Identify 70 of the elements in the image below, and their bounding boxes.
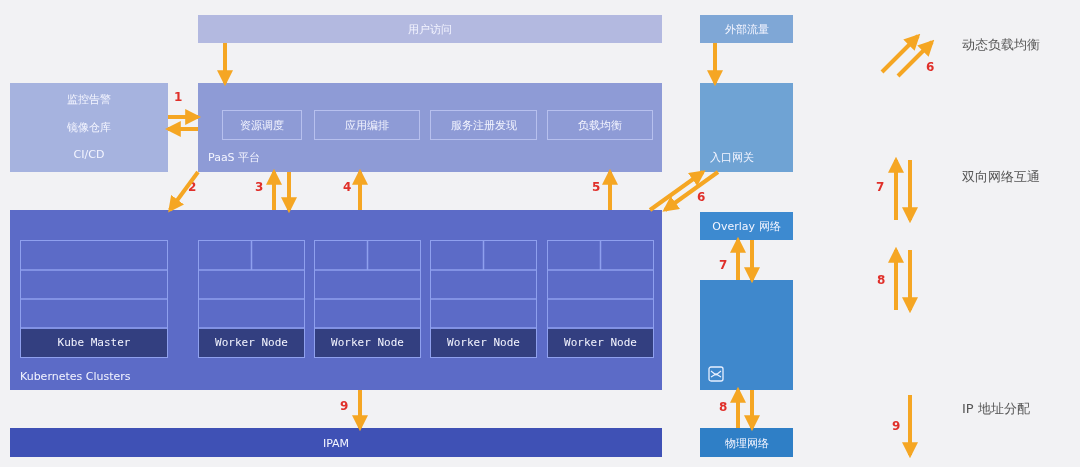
callout-number: 6: [926, 60, 935, 74]
box: [198, 15, 662, 43]
box-label: 应用编排: [344, 117, 390, 133]
callout-number: 6: [697, 190, 706, 204]
arrow: [662, 170, 720, 212]
box-label: 负载均衡: [577, 117, 623, 133]
arrow: [352, 168, 368, 210]
legend-text: 双向网络互通: [962, 168, 1040, 186]
node-label-bar: Kube Master: [21, 329, 167, 357]
worker-node-column: [198, 240, 305, 358]
callout-number: 8: [719, 400, 728, 414]
box: [700, 280, 793, 390]
legend-text: 动态负载均衡: [962, 36, 1040, 54]
arrow: [602, 168, 618, 210]
box-label: 用户访问: [407, 21, 453, 37]
box-label: IPAM: [321, 436, 351, 449]
panel: [198, 83, 662, 172]
box-label: 外部流量: [723, 21, 770, 37]
list-item: 监控告警: [66, 92, 112, 107]
panel-label: Kubernetes Clusters: [20, 370, 131, 383]
node-label-bar: Worker Node: [548, 329, 653, 357]
callout-number: 7: [719, 258, 728, 272]
panel: [10, 210, 662, 390]
callout-number: 3: [255, 180, 264, 194]
master-node-column: [20, 240, 168, 358]
node-label-bar: Worker Node: [199, 329, 304, 357]
arrow: [168, 170, 200, 213]
list-item: 镜像仓库: [66, 120, 112, 135]
arrow: [164, 121, 198, 137]
box-label: 服务注册发现: [449, 117, 518, 133]
panel: [700, 83, 793, 172]
box: [314, 110, 420, 140]
callout-number: 9: [892, 419, 901, 433]
panel-label: PaaS 平台: [208, 150, 261, 165]
box: [222, 110, 302, 140]
arrow: [744, 390, 760, 432]
callout-number: 7: [876, 180, 885, 194]
node-label-bar: Worker Node: [431, 329, 536, 357]
arrow: [168, 109, 202, 125]
panel-label: 入口网关: [710, 150, 754, 165]
arrow: [744, 240, 760, 284]
box: [547, 110, 653, 140]
panel: [10, 83, 168, 172]
list-item: CI/CD: [72, 148, 106, 161]
arrow: [707, 43, 723, 87]
arrow: [730, 386, 746, 428]
arrow: [217, 43, 233, 87]
box: [700, 428, 793, 457]
node-label-bar: Worker Node: [315, 329, 420, 357]
box-label: 资源调度: [239, 117, 285, 133]
callout-number: 4: [343, 180, 352, 194]
arrow: [281, 172, 297, 214]
box-label: 物理网络: [723, 435, 770, 450]
legend-text: IP 地址分配: [962, 400, 1030, 418]
worker-node-column: [547, 240, 654, 358]
callout-number: 1: [174, 90, 183, 104]
arrow: [352, 390, 368, 432]
worker-node-column: [430, 240, 537, 358]
arrow: [266, 168, 282, 210]
callout-number: 5: [592, 180, 601, 194]
arrow: [730, 236, 746, 280]
box: [700, 212, 793, 240]
box: [430, 110, 537, 140]
callout-number: 8: [877, 273, 886, 287]
worker-node-column: [314, 240, 421, 358]
callout-number: 9: [340, 399, 349, 413]
arrow: [648, 170, 706, 212]
box: [10, 428, 662, 457]
box: [700, 15, 793, 43]
box-label: Overlay 网络: [711, 218, 782, 234]
